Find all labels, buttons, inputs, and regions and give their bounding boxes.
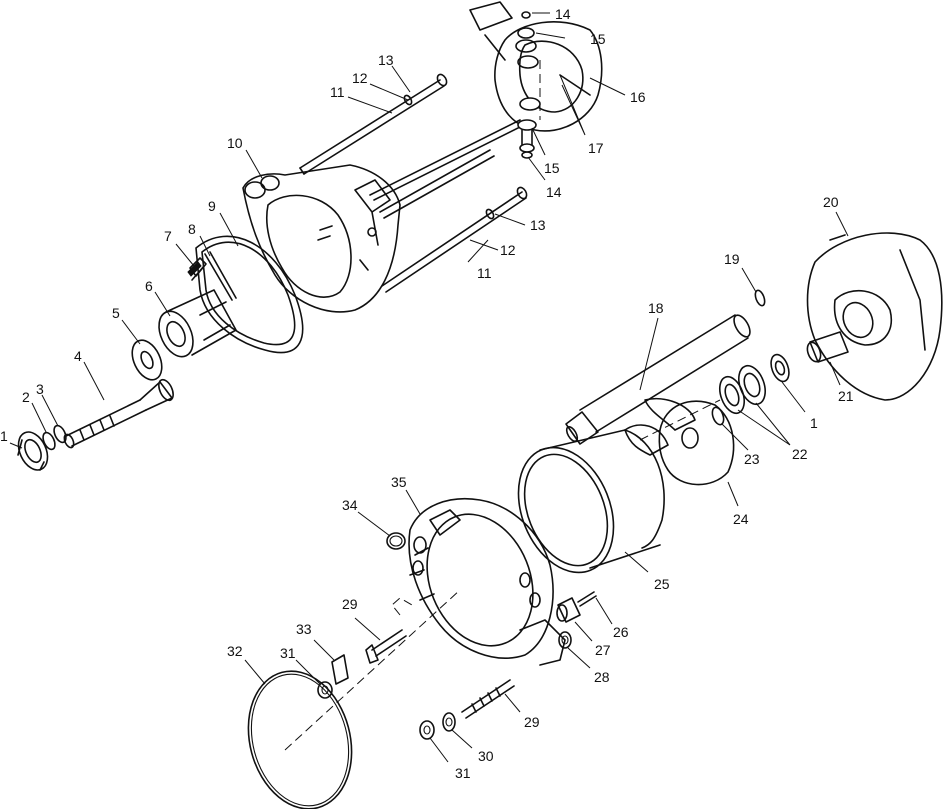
washer-part-12-upper [403,94,413,106]
nut-part-14-upper [521,11,531,19]
nut-part-13-lower [516,186,528,200]
stud-part-8 [204,251,237,301]
bushing-part-27 [556,597,581,623]
stud-part-29-upper [365,629,407,664]
leader-lines [9,12,849,763]
stud-part-29-lower [461,679,515,719]
shaft-part-18 [565,314,751,445]
callout-28: 28 [594,669,610,685]
callout-17: 17 [588,140,604,156]
callout-24: 24 [733,511,749,527]
callout-26: 26 [613,624,629,640]
o-ring-part-32 [247,670,353,809]
housing-part-20 [806,232,943,401]
callout-30: 30 [478,748,494,764]
bearings-part-22 [718,364,766,415]
liner-part-25 [517,429,665,574]
callout-13-lower: 13 [530,217,546,233]
callout-3: 3 [36,381,44,397]
callout-21: 21 [838,388,854,404]
callout-1: 1 [0,428,8,444]
o-ring-part-34 [386,532,406,550]
ring-part-3 [53,424,67,444]
nut-part-31-lower [419,720,435,740]
assembly-lines [284,60,721,751]
ring-part-19 [754,289,766,307]
callout-14-lower: 14 [546,184,562,200]
ring-part-2 [42,431,56,451]
bushing-part-17 [517,55,541,111]
bushing-part-15-lower [517,119,537,147]
callout-11-upper: 11 [330,84,345,100]
callout-29-upper: 29 [342,596,358,612]
nut-part-13-upper [436,73,448,87]
screw-part-26 [577,591,597,607]
callout-1-right: 1 [810,415,818,431]
callout-12-lower: 12 [500,242,516,258]
long-bolt-part-11-upper [299,79,445,175]
callout-8: 8 [188,221,196,237]
bolt-part-14-lower [519,143,535,159]
callout-22: 22 [792,446,808,462]
callout-13-upper: 13 [378,52,394,68]
callout-31-lower: 31 [455,765,471,781]
callout-23: 23 [744,451,760,467]
washer-part-28 [558,631,572,649]
callout-10: 10 [227,135,243,151]
gasket-part-9 [195,235,304,354]
callout-14-upper: 14 [555,6,571,22]
callout-19: 19 [724,251,740,267]
callout-9: 9 [208,198,216,214]
stator-housing-part-35 [408,498,566,666]
callout-34: 34 [342,497,358,513]
tab-washer-part-33 [331,654,349,685]
washer-part-30 [442,712,456,732]
callout-15-upper: 15 [590,31,606,47]
callout-2: 2 [22,389,30,405]
ring-part-23 [711,406,725,426]
washer-part-12-lower [485,208,495,220]
callout-20: 20 [823,194,839,210]
callout-7: 7 [164,228,172,244]
callout-15-lower: 15 [544,160,560,176]
callout-35: 35 [391,474,407,490]
callout-11-lower: 11 [477,265,492,281]
callout-6: 6 [145,278,153,294]
flange-part-5 [131,339,163,381]
callout-18: 18 [648,300,664,316]
pump-housing-part-10 [242,164,401,313]
callout-32: 32 [227,643,243,659]
callout-29-lower: 29 [524,714,540,730]
callout-labels: 1 2 3 4 5 6 7 8 9 10 11 12 13 14 15 16 1… [0,6,854,781]
bushing-part-21 [806,331,849,363]
callout-5: 5 [112,305,120,321]
bolt-to-nozzle-upper [369,119,525,219]
callout-27: 27 [595,642,611,658]
drive-shaft-part-4 [63,378,174,449]
bushing-part-15-upper [515,27,537,53]
bearing-part-1 [17,431,49,471]
callout-33: 33 [296,621,312,637]
bearing-part-1-right [770,353,790,383]
callout-31-upper: 31 [280,645,296,661]
callout-16: 16 [630,89,646,105]
impeller-part-24 [624,398,735,486]
long-bolt-part-11-lower [381,191,527,293]
callout-25: 25 [654,576,670,592]
callout-4: 4 [74,348,82,364]
bearing-housing-part-6 [158,289,237,358]
callout-12-upper: 12 [352,70,368,86]
